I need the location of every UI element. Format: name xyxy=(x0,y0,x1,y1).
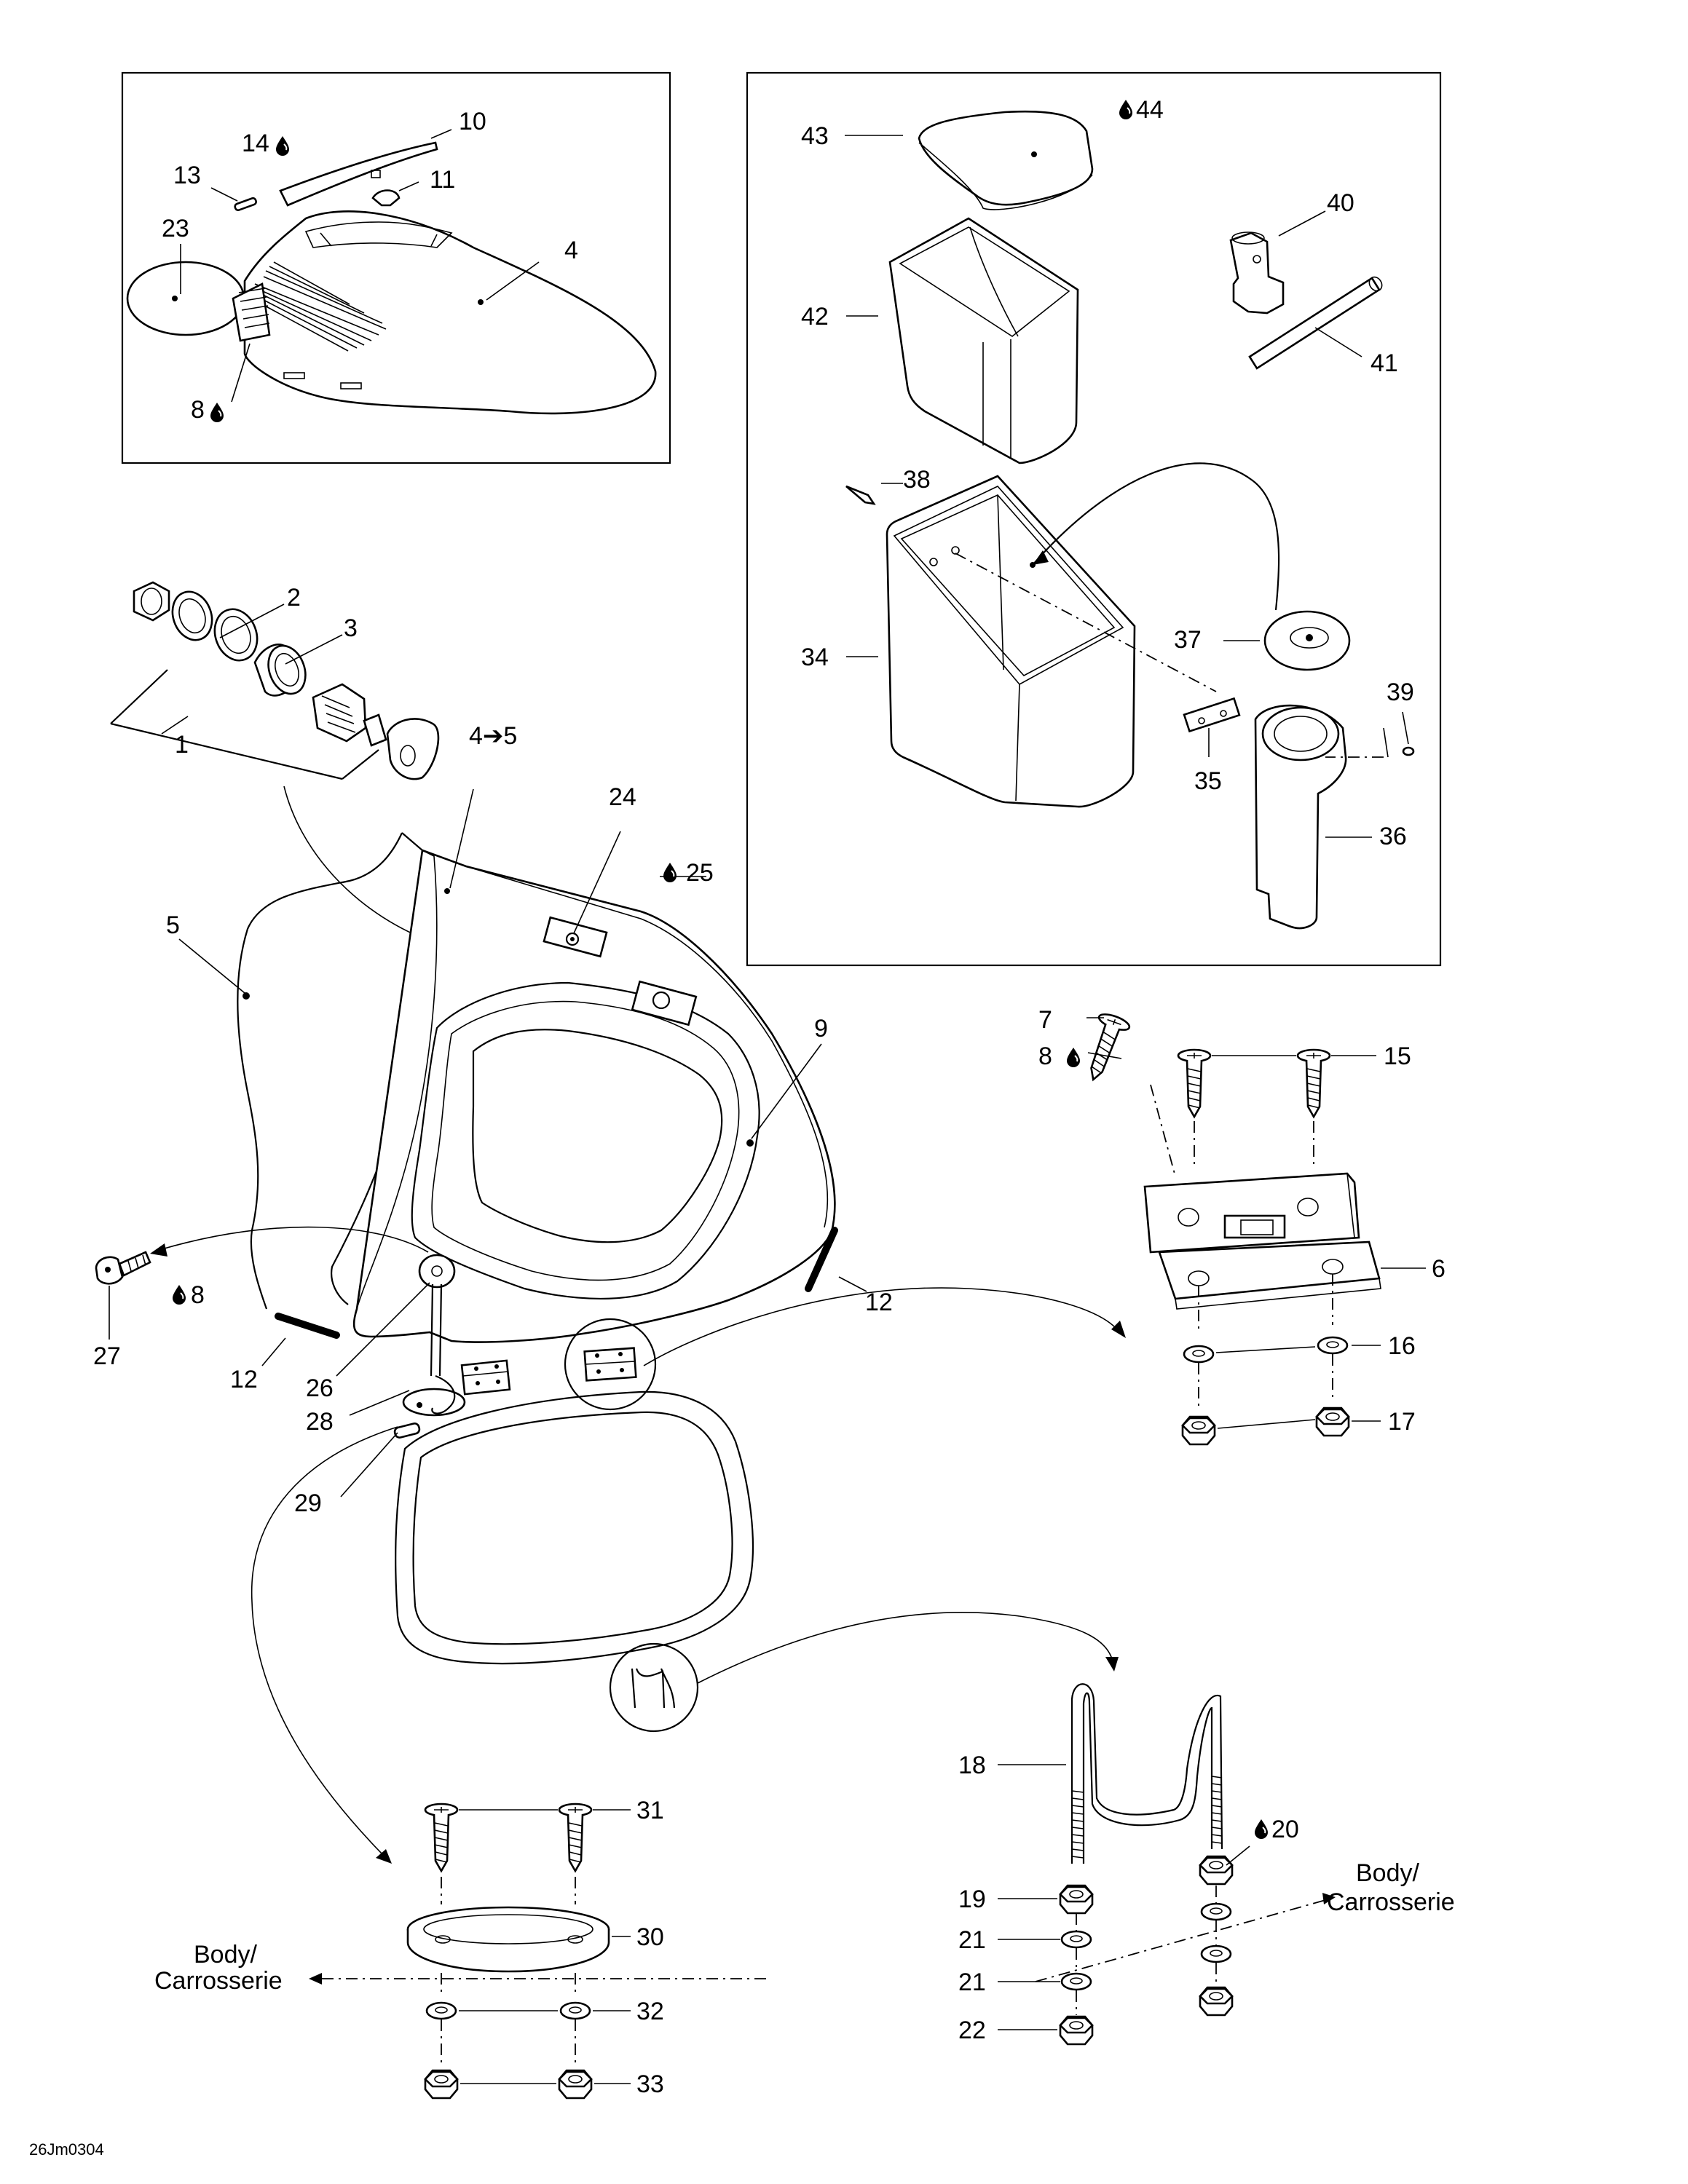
callout-27: 27 xyxy=(93,1342,121,1370)
callout-2: 2 xyxy=(287,584,301,612)
callout-36: 36 xyxy=(1379,823,1407,850)
body-label-left-2: Carrosserie xyxy=(154,1967,283,1995)
part-43-lid xyxy=(918,110,1094,206)
part-42-bin xyxy=(888,217,1079,464)
part-12-strip-a xyxy=(275,1313,340,1339)
callout-8-a: 8 xyxy=(191,396,205,424)
callout-26: 26 xyxy=(306,1374,334,1402)
callout-15: 15 xyxy=(1384,1042,1411,1070)
part-38-pin xyxy=(845,485,876,505)
callout-22: 22 xyxy=(958,2017,986,2044)
part-23-cap xyxy=(126,261,245,336)
inset-box-right xyxy=(746,71,1442,967)
callout-16: 16 xyxy=(1388,1332,1416,1360)
callout-40: 40 xyxy=(1327,189,1354,217)
callout-4-to-5: 4➔5 xyxy=(469,722,517,750)
callout-13: 13 xyxy=(173,162,201,189)
callout-21-a: 21 xyxy=(958,1926,986,1954)
callout-28: 28 xyxy=(306,1408,334,1436)
part-12-strip-b xyxy=(805,1227,838,1292)
callout-29: 29 xyxy=(294,1489,322,1517)
callout-30: 30 xyxy=(636,1923,664,1951)
part-30-ring xyxy=(406,1906,610,1973)
callout-20: 20 xyxy=(1271,1816,1299,1843)
callout-23: 23 xyxy=(162,215,189,242)
part-34-box xyxy=(886,475,1136,808)
part-26-latch xyxy=(418,1254,456,1289)
callout-39: 39 xyxy=(1387,678,1414,706)
callout-25: 25 xyxy=(686,859,714,887)
body-label-left-1: Body/ xyxy=(194,1941,257,1969)
callout-18: 18 xyxy=(958,1752,986,1779)
callout-34: 34 xyxy=(801,644,829,671)
part-28-catch xyxy=(402,1388,466,1417)
callout-42: 42 xyxy=(801,303,829,331)
callout-4: 4 xyxy=(564,237,578,264)
part-27-screw xyxy=(95,1251,151,1285)
part-35-plate xyxy=(1183,697,1241,733)
seal-detail-circle xyxy=(609,1642,699,1733)
part-36-filler xyxy=(1254,704,1347,930)
callout-8-c: 8 xyxy=(1038,1042,1052,1070)
part-9-compartment xyxy=(352,849,836,1343)
part-40-nut xyxy=(1229,232,1285,314)
callout-11: 11 xyxy=(430,166,455,194)
lid-gasket-frame xyxy=(395,1390,754,1665)
callout-44: 44 xyxy=(1136,96,1164,124)
part-13-pin xyxy=(234,197,257,212)
callout-7: 7 xyxy=(1038,1006,1052,1034)
callout-43: 43 xyxy=(801,122,829,150)
part-4-cover xyxy=(243,210,657,415)
callout-33: 33 xyxy=(636,2070,664,2098)
part-24-pad xyxy=(543,916,608,958)
callout-9: 9 xyxy=(814,1015,828,1042)
callout-3: 3 xyxy=(344,614,358,642)
part-18-u-bolt xyxy=(1070,1683,1223,1864)
diagram-code: 26Jm0304 xyxy=(29,2140,104,2159)
body-label-right-2: Carrosserie xyxy=(1327,1888,1455,1916)
callout-31: 31 xyxy=(636,1797,664,1824)
body-label-right-1: Body/ xyxy=(1356,1859,1419,1887)
callout-14: 14 xyxy=(242,130,269,157)
callout-37: 37 xyxy=(1174,626,1202,654)
part-10-strap xyxy=(279,141,438,207)
callout-8-b: 8 xyxy=(191,1281,205,1309)
callout-17: 17 xyxy=(1388,1408,1416,1436)
hinge-left xyxy=(460,1359,511,1396)
callout-5: 5 xyxy=(166,911,180,939)
part-11-knob xyxy=(371,189,401,207)
callout-10: 10 xyxy=(459,108,486,135)
callout-1: 1 xyxy=(175,731,189,759)
callout-12-b: 12 xyxy=(865,1289,893,1316)
part-29-pin xyxy=(393,1423,421,1439)
callout-35: 35 xyxy=(1194,767,1222,795)
inset-box-left xyxy=(121,71,671,464)
callout-6: 6 xyxy=(1432,1255,1446,1283)
callout-32: 32 xyxy=(636,1998,664,2025)
callout-21-b: 21 xyxy=(958,1969,986,1996)
callout-38: 38 xyxy=(903,466,931,494)
part-6-hinge xyxy=(1143,1172,1360,1254)
part-1-nut xyxy=(133,581,170,622)
callout-24: 24 xyxy=(609,783,636,811)
callout-19: 19 xyxy=(958,1886,986,1913)
callout-41: 41 xyxy=(1370,349,1398,377)
callout-12-a: 12 xyxy=(230,1366,258,1393)
